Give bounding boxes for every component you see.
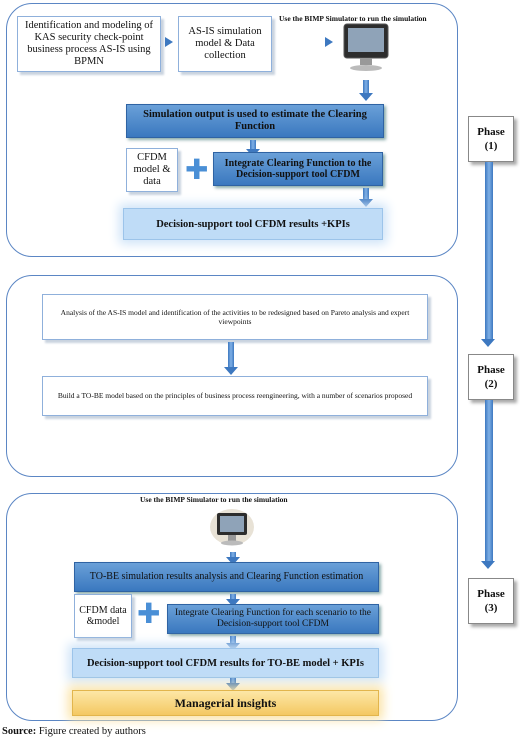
plus-icon-1: ✚ xyxy=(185,153,209,186)
arrow-tobe-to-integrate xyxy=(226,594,240,607)
managerial-insights-box: Managerial insights xyxy=(72,690,379,716)
phase-2-name: Phase xyxy=(477,363,505,376)
arrow-integrate-to-results xyxy=(359,188,373,207)
asis-sim-text: AS-IS simulation model & Data collection xyxy=(188,25,262,62)
results-text-1: Decision-support tool CFDM results +KPIs xyxy=(156,218,350,230)
phase-3-name: Phase xyxy=(477,587,505,600)
arrow-phase2-to-phase3 xyxy=(481,400,495,569)
integrate-text-2: Integrate Clearing Function for each sce… xyxy=(175,608,371,629)
cfdm-doc-2-text: CFDM data &model xyxy=(79,604,127,628)
arrow-to-computer xyxy=(325,37,333,47)
build-doc: Build a TO-BE model based on the princip… xyxy=(42,376,428,416)
integrate-box-1: Integrate Clearing Function to the Decis… xyxy=(213,152,383,186)
phase-2-number: (2) xyxy=(484,378,498,390)
source-label: Source: xyxy=(2,726,37,737)
integrate-box-2: Integrate Clearing Function for each sce… xyxy=(167,604,379,634)
managerial-insights-text: Managerial insights xyxy=(174,695,277,710)
tobe-analysis-text: TO-BE simulation results analysis and Cl… xyxy=(89,571,364,583)
results-box-2: Decision-support tool CFDM results for T… xyxy=(72,648,379,678)
plus-icon-2: ✚ xyxy=(137,597,161,630)
bimp-label-1: Use the BIMP Simulator to run the simula… xyxy=(279,14,427,23)
results-text-2: Decision-support tool CFDM results for T… xyxy=(86,657,365,669)
kas-modeling-doc: Identification and modeling of KAS secur… xyxy=(17,16,161,72)
source-caption: Source: Figure created by authors xyxy=(2,726,146,737)
arrow-computer2-to-tobe xyxy=(226,552,240,565)
arrow-integrate2-to-results xyxy=(226,636,240,651)
arrow-analysis-to-build xyxy=(224,342,238,375)
kas-modeling-text: Identification and modeling of KAS secur… xyxy=(24,19,153,68)
cfdm-doc-1-text: CFDM model & data xyxy=(133,151,171,188)
sim-output-box: Simulation output is used to estimate th… xyxy=(126,104,384,138)
arrow-output-to-integrate xyxy=(246,140,260,157)
results-box-1: Decision-support tool CFDM results +KPIs xyxy=(123,208,383,240)
cfdm-doc-1: CFDM model & data xyxy=(126,148,178,192)
integrate-text-1: Integrate Clearing Function to the Decis… xyxy=(224,157,372,181)
computer-icon-2 xyxy=(210,509,254,546)
phase-3-box: Phase (3) xyxy=(468,578,514,624)
asis-sim-doc: AS-IS simulation model & Data collection xyxy=(178,16,272,72)
source-text: Figure created by authors xyxy=(36,726,146,737)
phase-3-number: (3) xyxy=(484,602,498,614)
arrow-phase1-to-phase2 xyxy=(481,162,495,347)
arrow-to-asis xyxy=(165,37,173,47)
analysis-doc: Analysis of the AS-IS model and identifi… xyxy=(42,294,428,340)
build-text: Build a TO-BE model based on the princip… xyxy=(57,391,413,401)
phase-1-box: Phase (1) xyxy=(468,116,514,162)
arrow-results2-to-insights xyxy=(226,678,240,691)
phase-1-number: (1) xyxy=(484,140,498,152)
phase-2-box: Phase (2) xyxy=(468,354,514,400)
computer-icon xyxy=(343,23,389,71)
cfdm-doc-2: CFDM data &model xyxy=(74,594,132,638)
analysis-text: Analysis of the AS-IS model and identifi… xyxy=(60,307,410,326)
tobe-analysis-box: TO-BE simulation results analysis and Cl… xyxy=(74,562,379,592)
phase-1-name: Phase xyxy=(477,125,505,138)
sim-output-text: Simulation output is used to estimate th… xyxy=(143,108,367,132)
bimp-label-2: Use the BIMP Simulator to run the simula… xyxy=(140,495,288,504)
arrow-computer-to-output xyxy=(359,80,373,101)
